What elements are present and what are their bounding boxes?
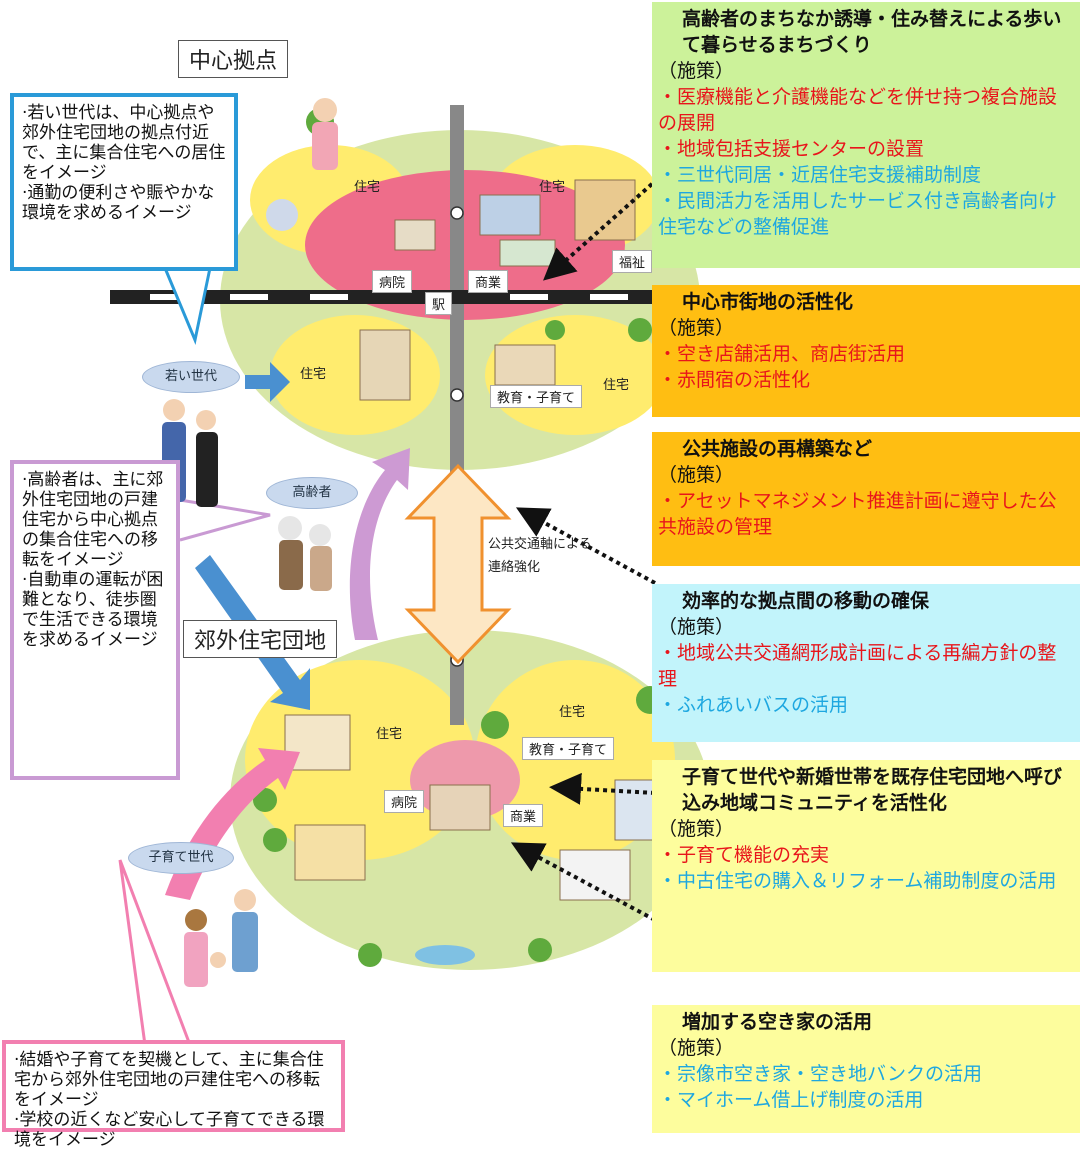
policy-sub: （施策） — [658, 464, 735, 486]
tag-welfare: 福祉 — [612, 250, 653, 273]
bubble-line: ·結婚や子育てを契機として、主に集合住宅から郊外住宅団地の戸建住宅への移転をイメ… — [14, 1050, 324, 1110]
policy-item: ・民間活力を活用したサービス付き高齢者向け住宅などの整備促進 — [658, 190, 1058, 238]
policy-item: ・ふれあいバスの活用 — [658, 694, 849, 716]
policy-box-public-facilities: 公共施設の再構築など （施策） ・アセットマネジメント推進計画に遵守した公共施設… — [652, 432, 1080, 566]
bubble-line: ·高齢者は、主に郊外住宅団地の戸建住宅から中心拠点の集合住宅への移転をイメージ — [22, 470, 164, 570]
policy-item: ・地域公共交通網形成計画による再編方針の整理 — [658, 642, 1057, 690]
policy-title: 効率的な拠点間の移動の確保 — [682, 590, 930, 612]
tag-housing: 住宅 — [603, 378, 630, 393]
tag-commerce: 商業 — [503, 804, 544, 827]
rail-line — [110, 290, 680, 304]
policy-title: 高齢者のまちなか誘導・住み替えによる歩いて暮らせるまちづくり — [682, 8, 1062, 56]
tag-housing: 住宅 — [300, 367, 327, 382]
bubble-line: ·自動車の運転が困難となり、徒歩圏で生活できる環境を求めるイメージ — [22, 570, 164, 650]
group-child-rearing: 子育て世代 — [128, 842, 234, 874]
policy-item: ・医療機能と介護機能などを併せ持つ複合施設の展開 — [658, 86, 1058, 134]
policy-sub: （施策） — [658, 60, 735, 82]
policy-box-child-rearing: 子育て世代や新婚世帯を既存住宅団地へ呼び込み地域コミュニティを活性化 （施策） … — [652, 760, 1080, 972]
tag-housing: 住宅 — [559, 705, 586, 720]
policy-item: ・中古住宅の購入＆リフォーム補助制度の活用 — [658, 870, 1057, 892]
suburb-to-center-arrow — [349, 448, 410, 640]
suburb-label: 郊外住宅団地 — [183, 620, 338, 658]
tag-education: 教育・子育て — [522, 737, 615, 760]
tag-housing: 住宅 — [354, 180, 381, 195]
policy-item: ・地域包括支援センターの設置 — [658, 138, 925, 160]
tag-hospital: 病院 — [372, 270, 413, 293]
policy-title: 中心市街地の活性化 — [682, 291, 854, 313]
policy-title: 増加する空き家の活用 — [682, 1011, 873, 1033]
tag-hospital: 病院 — [384, 790, 425, 813]
policy-box-mobility: 効率的な拠点間の移動の確保 （施策） ・地域公共交通網形成計画による再編方針の整… — [652, 584, 1080, 742]
policy-item: ・マイホーム借上げ制度の活用 — [658, 1089, 924, 1111]
bubble-line: ·学校の近くなど安心して子育てできる環境をイメージ — [14, 1110, 325, 1150]
policy-sub: （施策） — [658, 818, 735, 840]
policy-title: 子育て世代や新婚世帯を既存住宅団地へ呼び込み地域コミュニティを活性化 — [682, 766, 1063, 814]
policy-item: ・子育て機能の充実 — [658, 844, 830, 866]
group-young: 若い世代 — [142, 361, 240, 393]
tag-station: 駅 — [425, 292, 453, 315]
policy-item: ・空き店舗活用、商店街活用 — [658, 343, 906, 365]
young-to-center-arrow — [245, 362, 290, 402]
transit-double-arrow — [404, 463, 512, 665]
policy-sub: （施策） — [658, 616, 735, 638]
policy-item: ・三世代同居・近居住宅支援補助制度 — [658, 164, 982, 186]
transit-note-line2: 連絡強化 — [488, 560, 541, 575]
policy-box-downtown: 中心市街地の活性化 （施策） ・空き店舗活用、商店街活用 ・赤間宿の活性化 — [652, 285, 1080, 417]
policy-box-vacant-homes: 増加する空き家の活用 （施策） ・宗像市空き家・空き地バンクの活用 ・マイホーム… — [652, 1005, 1080, 1133]
young-generation-bubble: ·若い世代は、中心拠点や郊外住宅団地の拠点付近で、主に集合住宅への居住をイメージ… — [10, 93, 238, 271]
policy-title: 公共施設の再構築など — [682, 438, 873, 460]
policy-item: ・宗像市空き家・空き地バンクの活用 — [658, 1063, 982, 1085]
elderly-bubble: ·高齢者は、主に郊外住宅団地の戸建住宅から中心拠点の集合住宅への移転をイメージ … — [10, 460, 180, 780]
tag-housing: 住宅 — [376, 727, 403, 742]
bubble-line: ·若い世代は、中心拠点や郊外住宅団地の拠点付近で、主に集合住宅への居住をイメージ — [22, 103, 226, 183]
group-elderly: 高齢者 — [266, 477, 358, 509]
tag-housing: 住宅 — [539, 180, 566, 195]
policy-item: ・赤間宿の活性化 — [658, 369, 811, 391]
bubble-line: ·通勤の便利さや賑やかな環境を求めるイメージ — [22, 183, 215, 223]
tag-commerce: 商業 — [468, 270, 509, 293]
people-figures — [162, 98, 338, 987]
policy-sub: （施策） — [658, 1037, 735, 1059]
policy-sub: （施策） — [658, 317, 735, 339]
trees — [253, 108, 664, 967]
buildings — [284, 179, 656, 901]
center-hub-label: 中心拠点 — [178, 40, 289, 78]
tag-education: 教育・子育て — [490, 385, 583, 408]
policy-box-elderly-guidance: 高齢者のまちなか誘導・住み替えによる歩いて暮らせるまちづくり （施策） ・医療機… — [652, 2, 1080, 268]
policy-item: ・アセットマネジメント推進計画に遵守した公共施設の管理 — [658, 490, 1057, 538]
transit-note-line1: 公共交通軸による — [488, 537, 592, 552]
child-rearing-bubble: ·結婚や子育てを契機として、主に集合住宅から郊外住宅団地の戸建住宅への移転をイメ… — [2, 1040, 345, 1150]
